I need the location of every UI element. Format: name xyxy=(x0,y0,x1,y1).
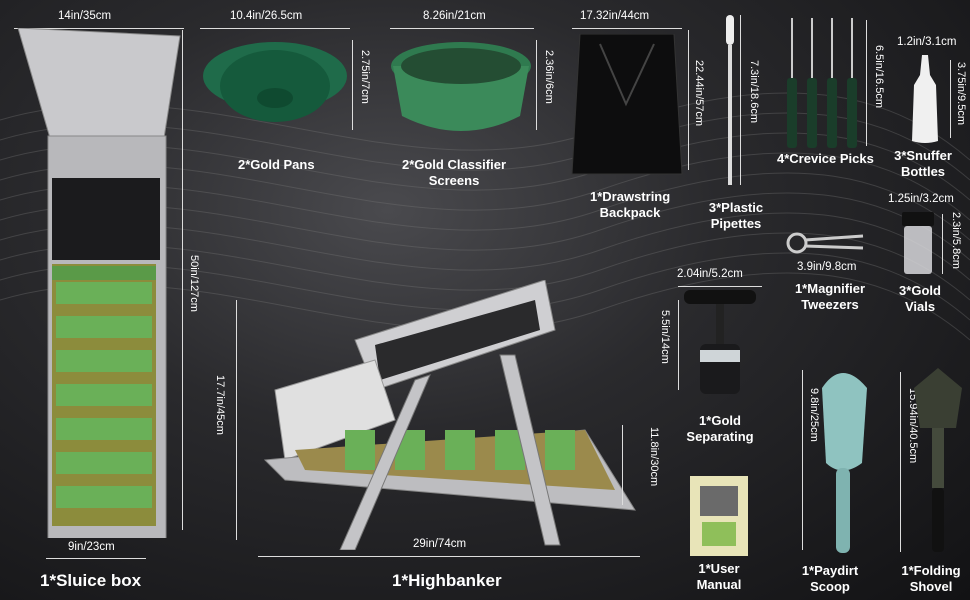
classifier-width: 8.26in/21cm xyxy=(423,10,486,22)
tweezers-label: 1*Magnifier Tweezers xyxy=(794,281,866,312)
shovel-label: 1*Folding Shovel xyxy=(901,563,961,594)
snuffer-width: 1.2in/3.1cm xyxy=(897,36,957,48)
highbanker-image xyxy=(263,280,636,550)
pipette-image xyxy=(726,15,734,185)
manual-label: 1*User Manual xyxy=(696,561,742,592)
vials-height: 2.3in/5.8cm xyxy=(950,212,962,269)
dimension-line xyxy=(352,40,353,130)
highbanker-label: 1*Highbanker xyxy=(392,571,502,590)
dimension-line xyxy=(950,60,951,138)
dimension-line xyxy=(236,300,237,540)
dimension-line xyxy=(200,28,350,29)
highbanker-depth: 11.8in/30cm xyxy=(648,427,660,487)
backpack-label: 1*Drawstring Backpack xyxy=(590,189,671,220)
snuffer-bottle-image xyxy=(912,55,938,143)
highbanker-height: 17.7in/45cm xyxy=(214,375,226,435)
picks-height: 6.5in/16.5cm xyxy=(873,45,885,108)
sluice-bottom-width: 9in/23cm xyxy=(68,541,115,553)
gold-pans-height: 2.75in/7cm xyxy=(359,50,371,104)
scoop-label: 1*Paydirt Scoop xyxy=(801,563,859,594)
separating-label: 1*Gold Separating xyxy=(686,413,754,444)
classifier-height: 2.36in/6cm xyxy=(543,50,555,104)
gold-pan-image xyxy=(203,42,347,122)
dimension-line xyxy=(688,30,689,170)
dimension-line xyxy=(622,425,623,505)
backpack-image xyxy=(571,34,683,175)
dimension-line xyxy=(572,28,682,29)
user-manual-image xyxy=(690,476,748,556)
sluice-top-width: 14in/35cm xyxy=(58,10,112,22)
snuffer-height: 3.75in/9.5cm xyxy=(955,62,967,125)
gold-separator-image xyxy=(684,290,756,394)
dimension-line xyxy=(46,558,146,559)
dimension-line xyxy=(14,28,184,29)
pipettes-height: 7.3in/18.6cm xyxy=(748,60,760,123)
folding-shovel-image xyxy=(914,368,962,552)
dimension-line xyxy=(678,300,679,390)
sluice-box-image xyxy=(17,28,181,538)
gold-vial-image xyxy=(902,212,934,274)
vials-label: 3*Gold Vials xyxy=(899,283,941,314)
classifier-image xyxy=(391,42,531,131)
backpack-width: 17.32in/44cm xyxy=(580,10,650,22)
tweezers-width: 3.9in/9.8cm xyxy=(797,261,857,273)
vials-width: 1.25in/3.2cm xyxy=(888,193,954,205)
paydirt-scoop-image xyxy=(822,373,867,553)
gold-pans-width: 10.4in/26.5cm xyxy=(230,10,303,22)
crevice-picks-image xyxy=(787,18,857,148)
dimension-line xyxy=(678,286,762,287)
dimension-line xyxy=(942,214,943,274)
pipettes-label: 3*Plastic Pipettes xyxy=(708,200,764,231)
sluice-label: 1*Sluice box xyxy=(40,571,142,590)
dimension-line xyxy=(802,370,803,550)
dimension-line xyxy=(866,20,867,146)
dimension-line xyxy=(740,15,741,185)
picks-label: 4*Crevice Picks xyxy=(777,151,874,166)
separating-height: 5.5in/14cm xyxy=(659,310,671,364)
dimension-line xyxy=(182,30,183,530)
backpack-height: 22.44in/57cm xyxy=(693,60,705,127)
dimension-line xyxy=(258,556,640,557)
separating-width: 2.04in/5.2cm xyxy=(677,268,743,280)
classifier-label: 2*Gold Classifier Screens xyxy=(401,157,507,188)
gold-pans-label: 2*Gold Pans xyxy=(238,157,315,172)
highbanker-length: 29in/74cm xyxy=(413,538,467,550)
snuffer-label: 3*Snuffer Bottles xyxy=(894,148,952,179)
dimension-line xyxy=(900,372,901,552)
dimension-line xyxy=(390,28,534,29)
tweezers-image xyxy=(786,232,864,254)
sluice-length: 50in/127cm xyxy=(188,255,200,312)
dimension-line xyxy=(536,40,537,130)
